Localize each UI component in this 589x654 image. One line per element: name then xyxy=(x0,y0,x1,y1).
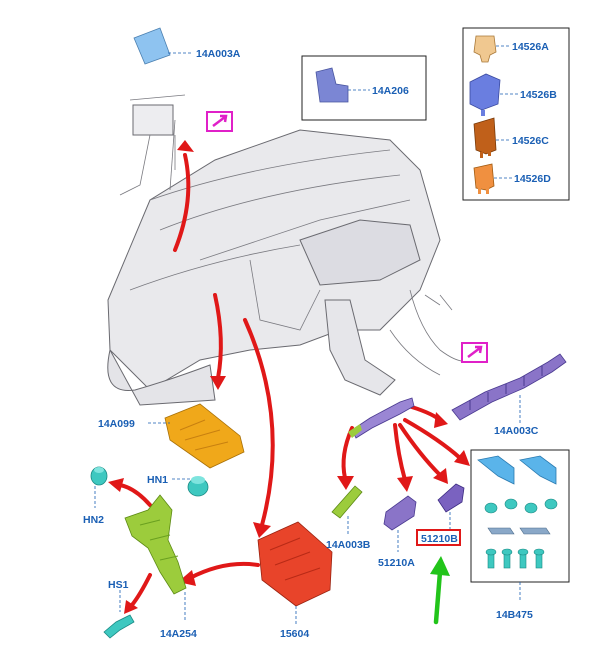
external-view-callout-icon[interactable] xyxy=(206,111,233,132)
label-14A003C: 14A003C xyxy=(494,425,539,437)
dashboard-illustration xyxy=(107,94,471,406)
part-14A003A xyxy=(133,27,192,65)
box-fuses xyxy=(462,27,570,201)
part-14A099 xyxy=(148,403,245,469)
part-14A206 xyxy=(315,67,370,103)
part-14B475 xyxy=(477,455,558,600)
label-14526C: 14526C xyxy=(512,135,549,147)
harness-connector-strip xyxy=(348,397,415,439)
label-14A003A: 14A003A xyxy=(196,48,241,60)
label-51210B: 51210B xyxy=(421,533,458,545)
part-14A003B xyxy=(331,485,363,534)
part-51210B xyxy=(437,483,465,530)
part-14A254 xyxy=(124,494,187,622)
label-15604: 15604 xyxy=(280,628,309,640)
label-14526D: 14526D xyxy=(514,173,551,185)
label-HS1: HS1 xyxy=(108,579,129,591)
label-14A003B: 14A003B xyxy=(326,539,371,551)
part-HS1 xyxy=(103,590,135,639)
label-HN2: HN2 xyxy=(83,514,104,526)
highlight-arrow-icon xyxy=(430,556,450,625)
part-14A003C xyxy=(451,353,567,425)
part-15604 xyxy=(257,521,333,624)
label-14B475: 14B475 xyxy=(496,609,533,621)
label-14526B: 14526B xyxy=(520,89,557,101)
part-HN2 xyxy=(90,466,108,508)
part-HN1 xyxy=(172,476,209,497)
label-HN1: HN1 xyxy=(147,474,168,486)
label-14A206: 14A206 xyxy=(372,85,409,97)
highlight-box-51210B xyxy=(416,529,461,546)
label-14526A: 14526A xyxy=(512,41,549,53)
label-51210A: 51210A xyxy=(378,557,415,569)
part-51210A xyxy=(383,495,417,552)
part-14526B xyxy=(469,73,518,116)
part-14526C xyxy=(473,117,510,158)
label-14A254: 14A254 xyxy=(160,628,197,640)
box-14A206 xyxy=(301,55,427,121)
part-14526D xyxy=(473,163,512,194)
label-14A099: 14A099 xyxy=(98,418,135,430)
external-view-callout-icon[interactable] xyxy=(461,342,488,363)
part-14526A xyxy=(473,35,510,63)
